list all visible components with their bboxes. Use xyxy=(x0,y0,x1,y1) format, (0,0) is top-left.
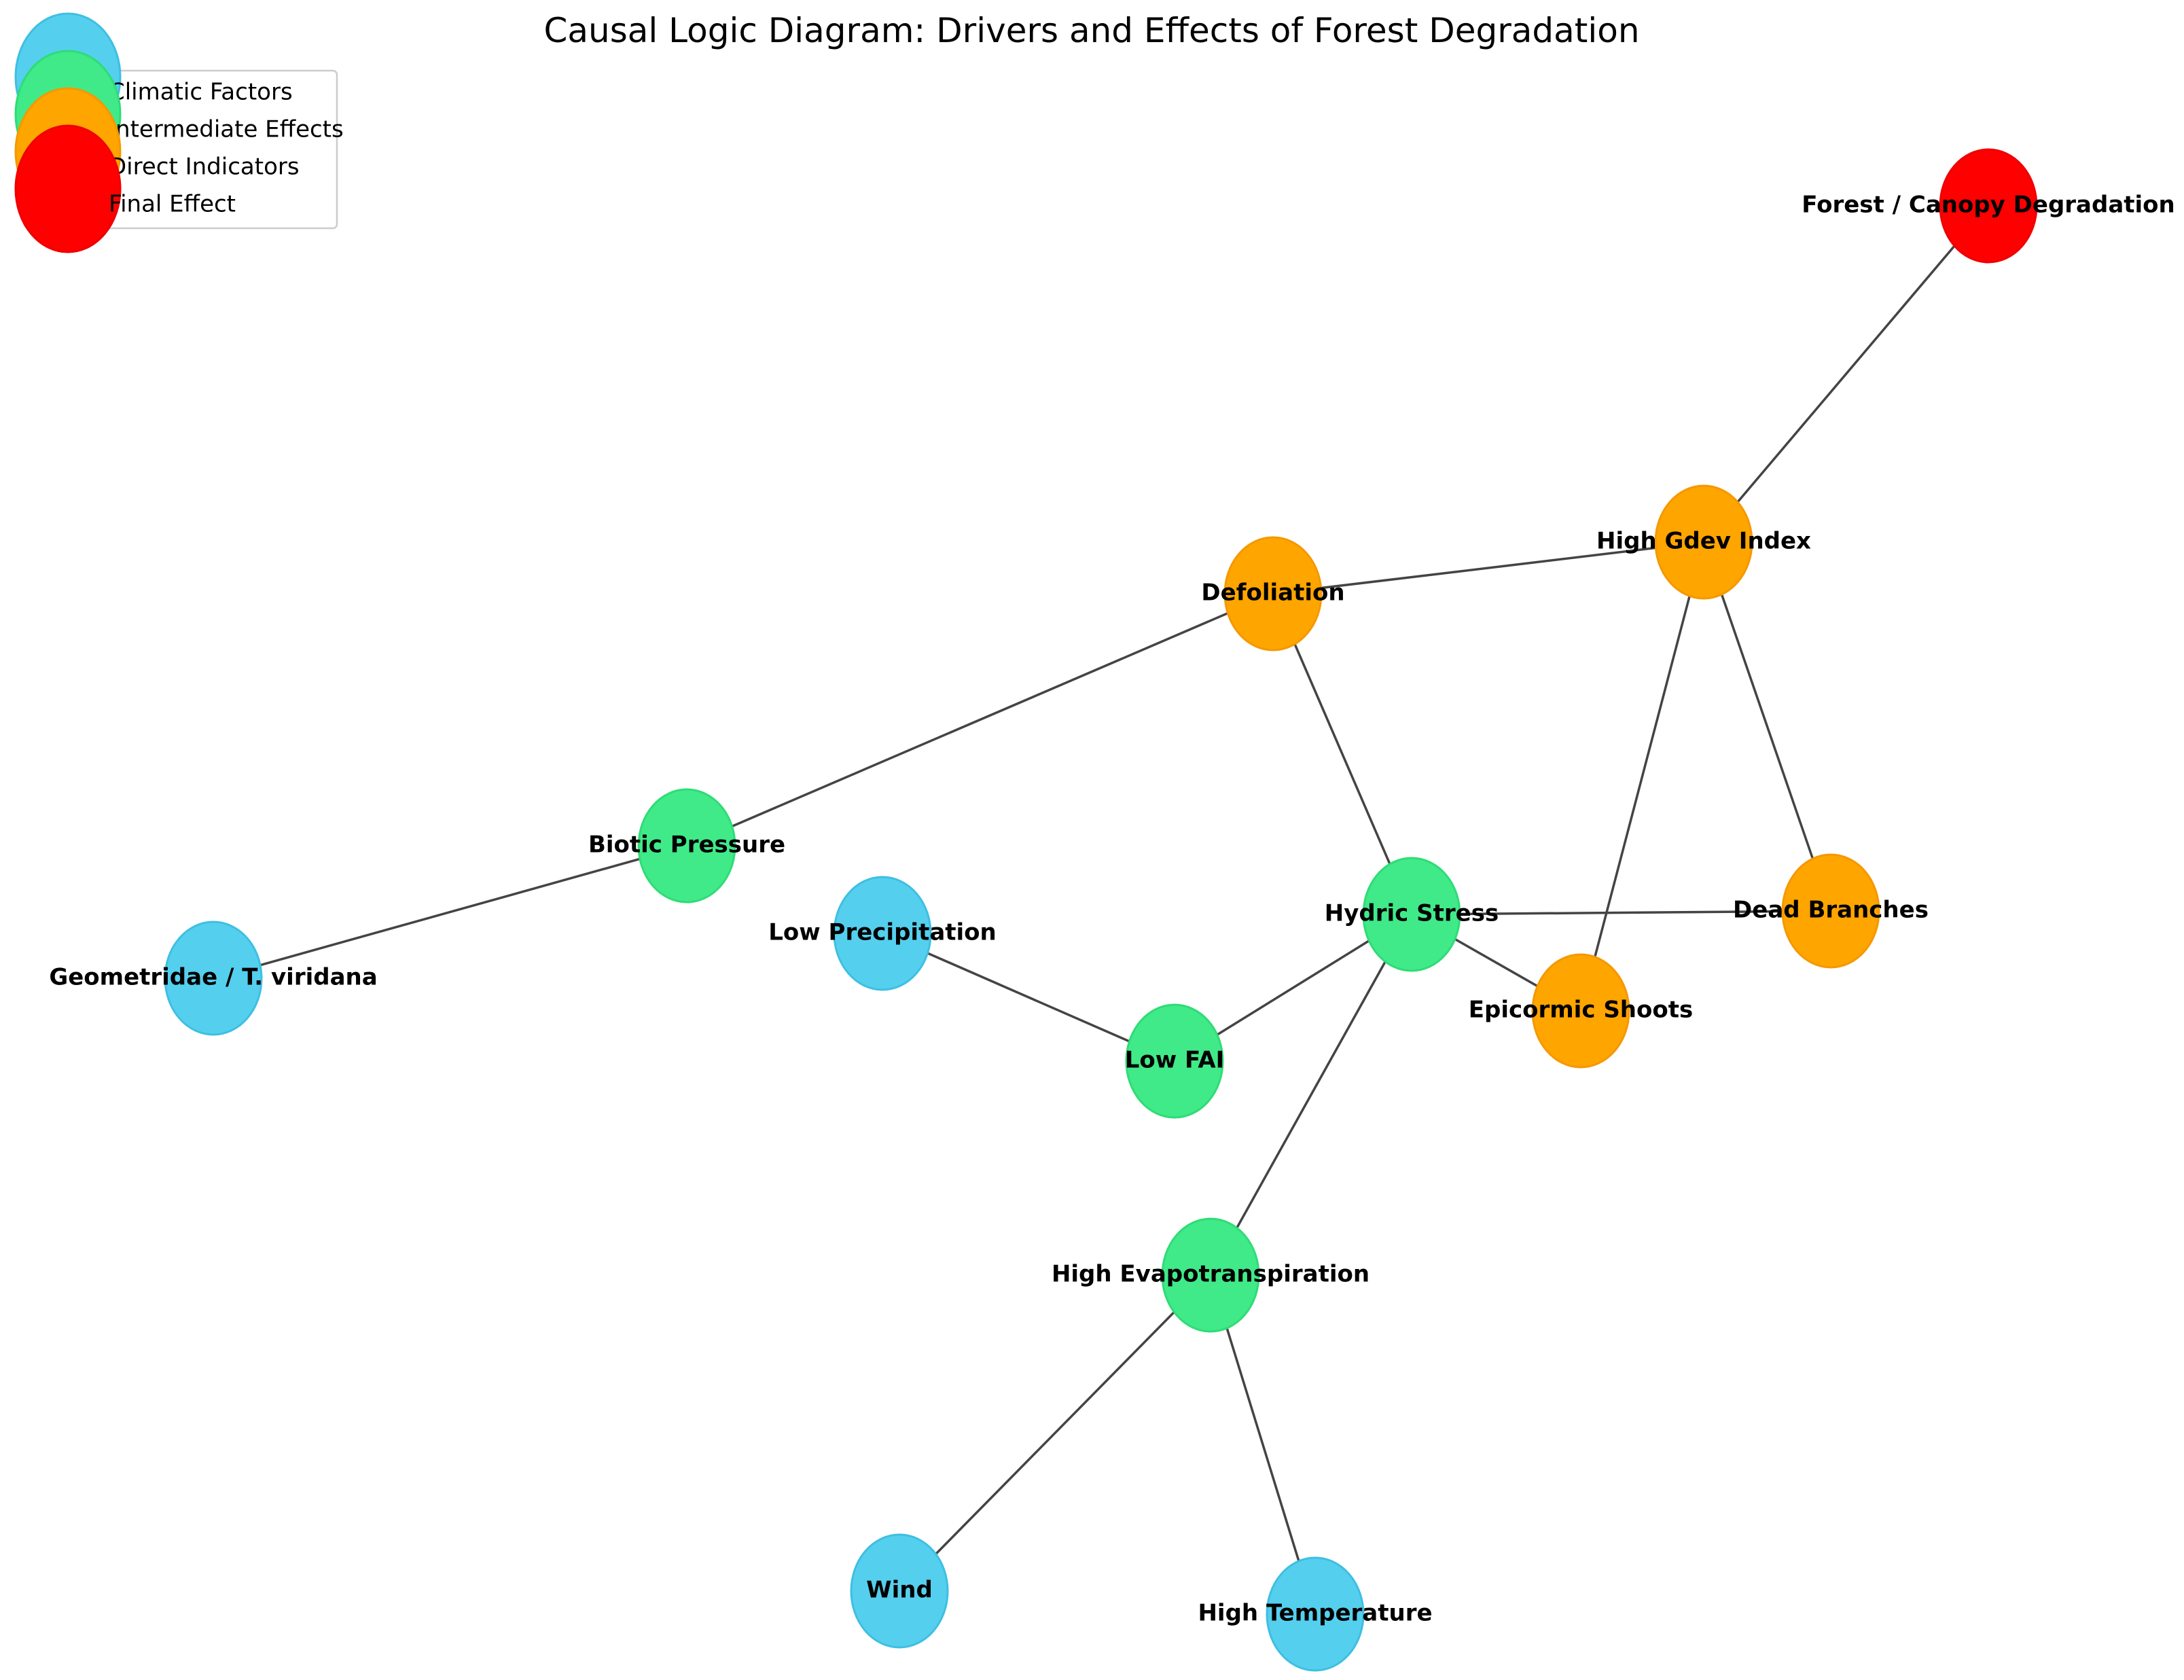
node-label-fai: Low FAI xyxy=(1125,1047,1225,1074)
edge-wind-evapo xyxy=(898,1274,1212,1592)
node-circle-precip xyxy=(833,876,932,991)
node-circle-gdev xyxy=(1654,484,1753,600)
node-circle-dead xyxy=(1781,853,1880,969)
legend-marker-final xyxy=(14,124,122,253)
node-circle-geometridae xyxy=(164,921,263,1036)
node-fai: Low FAI xyxy=(1125,1003,1225,1119)
node-gdev: High Gdev Index xyxy=(1596,484,1811,600)
edge-temp-evapo xyxy=(1209,1274,1317,1615)
node-circle-hydric xyxy=(1362,857,1461,972)
edge-epicormic-gdev xyxy=(1579,541,1705,1012)
node-circle-wind xyxy=(850,1533,949,1649)
node-circle-temp xyxy=(1266,1556,1365,1672)
node-temp: High Temperature xyxy=(1198,1556,1433,1672)
edge-dead-gdev xyxy=(1702,541,1832,912)
node-label-epicormic: Epicormic Shoots xyxy=(1469,997,1693,1024)
node-epicormic: Epicormic Shoots xyxy=(1469,953,1693,1069)
node-dead: Dead Branches xyxy=(1733,853,1929,969)
legend-label-intermediate: Intermediate Effects xyxy=(109,116,344,143)
node-geometridae: Geometridae / T. viridana xyxy=(49,921,378,1036)
node-label-hydric: Hydric Stress xyxy=(1325,900,1499,927)
node-circle-evapo xyxy=(1161,1217,1260,1333)
node-circle-fai xyxy=(1125,1003,1224,1119)
node-label-dead: Dead Branches xyxy=(1733,897,1929,924)
node-label-biotic: Biotic Pressure xyxy=(588,832,785,859)
node-label-defoliation: Defoliation xyxy=(1201,579,1344,607)
legend-label-final: Final Effect xyxy=(109,191,236,218)
edge-gdev-forest xyxy=(1702,204,1990,543)
edge-precip-fai xyxy=(882,932,1175,1062)
node-evapo: High Evapotranspiration xyxy=(1052,1217,1370,1333)
node-label-gdev: High Gdev Index xyxy=(1596,528,1811,555)
node-label-evapo: High Evapotranspiration xyxy=(1052,1261,1370,1288)
edge-evapo-hydric xyxy=(1209,914,1413,1276)
node-circle-epicormic xyxy=(1531,953,1630,1069)
edge-hydric-dead xyxy=(1411,910,1831,916)
legend-item-final: Final Effect xyxy=(14,124,236,253)
node-circle-biotic xyxy=(637,788,736,904)
node-forest: Forest / Canopy Degradation xyxy=(1802,148,2175,264)
node-label-geometridae: Geometridae / T. viridana xyxy=(49,964,377,991)
node-label-forest: Forest / Canopy Degradation xyxy=(1802,192,2175,219)
node-circle-forest xyxy=(1939,148,2038,264)
edge-geometridae-biotic xyxy=(213,844,687,980)
node-label-temp: High Temperature xyxy=(1198,1600,1432,1627)
node-wind: Wind xyxy=(850,1533,949,1649)
legend-label-direct: Direct Indicators xyxy=(109,154,300,181)
node-label-wind: Wind xyxy=(866,1577,933,1604)
edge-hydric-defoliation xyxy=(1272,593,1413,915)
node-circle-defoliation xyxy=(1223,536,1323,651)
node-precip: Low Precipitation xyxy=(768,876,997,991)
node-biotic: Biotic Pressure xyxy=(588,788,785,904)
edge-biotic-defoliation xyxy=(686,592,1274,847)
edge-defoliation-gdev xyxy=(1272,541,1704,595)
node-defoliation: Defoliation xyxy=(1201,536,1345,651)
diagram-title: Causal Logic Diagram: Drivers and Effect… xyxy=(543,11,1639,50)
node-hydric: Hydric Stress xyxy=(1325,857,1499,972)
legend-label-climatic: Climatic Factors xyxy=(109,79,293,106)
node-label-precip: Low Precipitation xyxy=(768,919,996,946)
